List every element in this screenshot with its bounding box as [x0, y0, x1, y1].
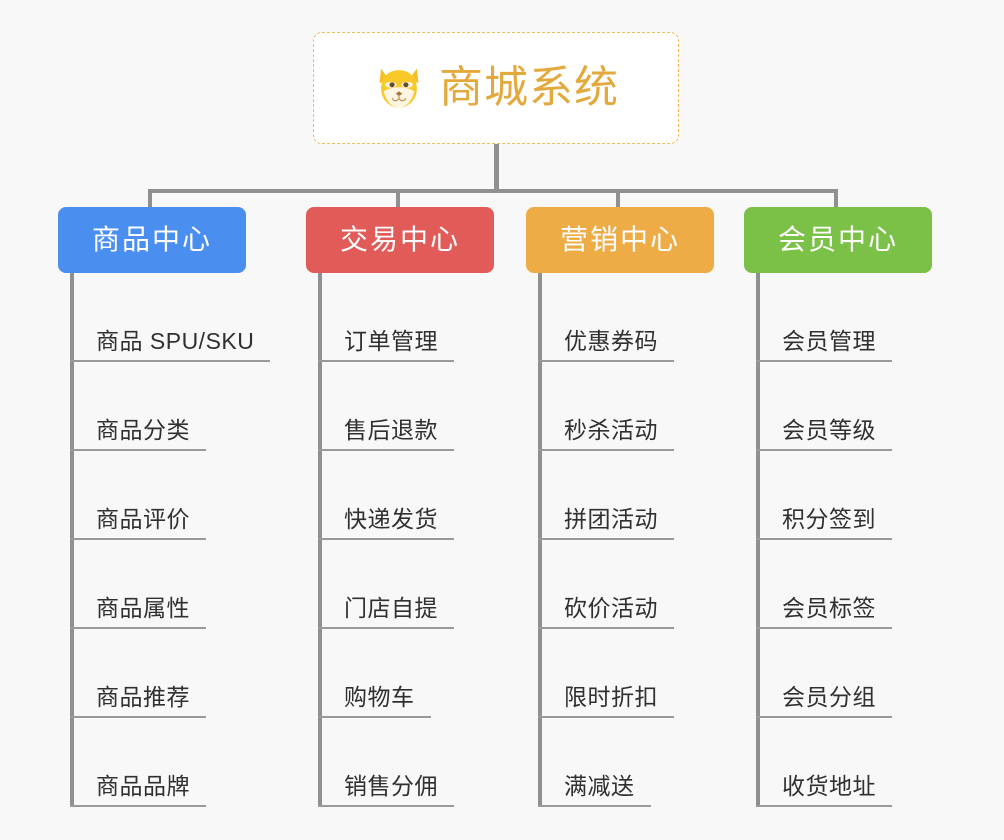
leaf-label: 会员管理	[782, 328, 876, 354]
branch-header-member-center[interactable]: 会员中心	[744, 207, 932, 273]
leaf-underline	[70, 805, 206, 807]
branch-label: 商品中心	[91, 224, 212, 255]
leaf-underline	[70, 716, 206, 718]
list-item[interactable]: 销售分佣	[318, 718, 494, 807]
list-item[interactable]: 优惠券码	[538, 273, 714, 362]
leaf-label: 商品推荐	[96, 684, 190, 710]
branch-label: 营销中心	[559, 224, 680, 255]
list-item[interactable]: 限时折扣	[538, 629, 714, 718]
list-item[interactable]: 商品推荐	[70, 629, 254, 718]
leaf-label: 会员标签	[782, 595, 876, 621]
leaf-underline	[756, 716, 892, 718]
leaf-underline	[70, 360, 270, 362]
list-item[interactable]: 购物车	[318, 629, 494, 718]
leaf-underline	[70, 449, 206, 451]
leaf-label: 购物车	[344, 684, 415, 710]
list-item[interactable]: 满减送	[538, 718, 714, 807]
leaf-label: 商品属性	[96, 595, 190, 621]
connector-drop-branch-1	[148, 189, 152, 207]
list-item[interactable]: 秒杀活动	[538, 362, 714, 451]
connector-drop-branch-3	[616, 189, 620, 207]
leaf-underline	[318, 716, 431, 718]
list-item[interactable]: 订单管理	[318, 273, 494, 362]
leaf-underline	[318, 627, 454, 629]
branch-member-center: 会员中心 会员管理 会员等级 积分签到 会员标签 会员分组	[744, 207, 932, 807]
leaf-underline	[538, 805, 651, 807]
list-item[interactable]: 积分签到	[756, 451, 932, 540]
connector-horizontal-bar	[150, 189, 836, 193]
list-item[interactable]: 会员管理	[756, 273, 932, 362]
leaf-underline	[70, 538, 206, 540]
connector-root-stem	[494, 144, 499, 192]
list-item[interactable]: 收货地址	[756, 718, 932, 807]
leaf-label: 售后退款	[344, 417, 438, 443]
leaf-label: 优惠券码	[564, 328, 658, 354]
branch-header-trade-center[interactable]: 交易中心	[306, 207, 494, 273]
branch-trade-center: 交易中心 订单管理 售后退款 快递发货 门店自提 购物车	[306, 207, 494, 807]
connector-drop-branch-4	[834, 189, 838, 207]
leaf-label: 订单管理	[344, 328, 438, 354]
branch-marketing-center: 营销中心 优惠券码 秒杀活动 拼团活动 砍价活动 限时折扣	[526, 207, 714, 807]
list-item[interactable]: 商品分类	[70, 362, 254, 451]
leaf-list-trade-center: 订单管理 售后退款 快递发货 门店自提 购物车 销售分佣	[318, 273, 494, 807]
leaf-underline	[538, 360, 674, 362]
leaf-underline	[756, 360, 892, 362]
list-item[interactable]: 商品属性	[70, 540, 254, 629]
leaf-underline	[756, 805, 892, 807]
leaf-list-member-center: 会员管理 会员等级 积分签到 会员标签 会员分组 收货地址	[756, 273, 932, 807]
list-item[interactable]: 商品评价	[70, 451, 254, 540]
leaf-underline	[538, 449, 674, 451]
branch-product-center: 商品中心 商品 SPU/SKU 商品分类 商品评价 商品属性 商品推荐	[58, 207, 270, 807]
leaf-label: 会员分组	[782, 684, 876, 710]
leaf-label: 门店自提	[344, 595, 438, 621]
leaf-underline	[538, 538, 674, 540]
leaf-label: 商品品牌	[96, 773, 190, 799]
root-node[interactable]: 商城系统	[313, 32, 679, 144]
list-item[interactable]: 商品品牌	[70, 718, 254, 807]
leaf-underline	[538, 627, 674, 629]
shiba-dog-emoji-icon	[379, 68, 419, 108]
root-title: 商城系统	[439, 63, 619, 112]
list-item[interactable]: 售后退款	[318, 362, 494, 451]
list-item[interactable]: 门店自提	[318, 540, 494, 629]
leaf-label: 砍价活动	[564, 595, 658, 621]
leaf-label: 拼团活动	[564, 506, 658, 532]
leaf-underline	[70, 627, 206, 629]
leaf-underline	[318, 360, 454, 362]
leaf-underline	[756, 449, 892, 451]
leaf-list-product-center: 商品 SPU/SKU 商品分类 商品评价 商品属性 商品推荐 商品品牌	[70, 273, 270, 807]
list-item[interactable]: 会员标签	[756, 540, 932, 629]
connector-drop-branch-2	[396, 189, 400, 207]
leaf-list-marketing-center: 优惠券码 秒杀活动 拼团活动 砍价活动 限时折扣 满减送	[538, 273, 714, 807]
leaf-underline	[318, 538, 454, 540]
leaf-label: 商品分类	[96, 417, 190, 443]
leaf-label: 收货地址	[782, 773, 876, 799]
list-item[interactable]: 快递发货	[318, 451, 494, 540]
branch-header-marketing-center[interactable]: 营销中心	[526, 207, 714, 273]
list-item[interactable]: 商品 SPU/SKU	[70, 273, 270, 362]
leaf-underline	[538, 716, 674, 718]
list-item[interactable]: 会员等级	[756, 362, 932, 451]
leaf-label: 商品 SPU/SKU	[96, 328, 255, 354]
branch-label: 会员中心	[777, 224, 898, 255]
branch-header-product-center[interactable]: 商品中心	[58, 207, 246, 273]
list-item[interactable]: 会员分组	[756, 629, 932, 718]
list-item[interactable]: 砍价活动	[538, 540, 714, 629]
leaf-label: 满减送	[564, 773, 635, 799]
list-item[interactable]: 拼团活动	[538, 451, 714, 540]
leaf-label: 积分签到	[782, 506, 876, 532]
leaf-label: 限时折扣	[564, 684, 658, 710]
leaf-label: 商品评价	[96, 506, 190, 532]
leaf-underline	[756, 627, 892, 629]
leaf-underline	[318, 805, 454, 807]
leaf-label: 会员等级	[782, 417, 876, 443]
leaf-label: 秒杀活动	[564, 417, 658, 443]
leaf-underline	[756, 538, 892, 540]
leaf-label: 销售分佣	[344, 773, 438, 799]
leaf-label: 快递发货	[344, 506, 438, 532]
leaf-underline	[318, 449, 454, 451]
branch-label: 交易中心	[339, 224, 460, 255]
